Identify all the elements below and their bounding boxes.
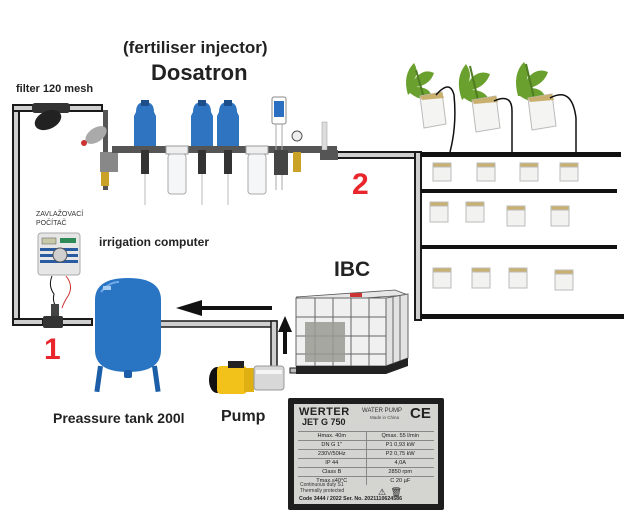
cube-row-3 — [432, 267, 574, 291]
irrigation-controller-icon — [37, 232, 81, 309]
warning-icon: ⚠ — [378, 487, 387, 497]
label-irrigation-computer: irrigation computer — [99, 235, 210, 249]
pipe-tank-to-pump — [159, 320, 278, 328]
pressure-gauge-icon — [291, 130, 303, 172]
spec-row: Hmax. 40m Qmax. 55 l/min — [298, 431, 434, 440]
spec-cell: DN G 1" — [298, 441, 367, 449]
plant-1 — [406, 63, 456, 153]
dosatron-unit-3 — [217, 100, 239, 205]
dosatron-unit-2 — [191, 100, 213, 205]
title-subtitle: (fertiliser injector) — [123, 38, 268, 57]
pipe-bottom-to-tank — [59, 318, 93, 326]
plant-2 — [458, 64, 513, 152]
label-pressure-tank: Preassure tank 200l — [53, 410, 185, 426]
pipe-top-left — [12, 104, 36, 112]
ibc-tote-icon — [295, 289, 409, 374]
nameplate-spec-table: Hmax. 40m Qmax. 55 l/min DN G 1" P1 0,93 k… — [298, 431, 434, 485]
spec-row: 230V/50Hz P2 0,75 kW — [298, 449, 434, 458]
nameplate-symbols: ⚠ 🗑 — [378, 482, 402, 500]
drip-line-2 — [421, 189, 617, 193]
pipe-bottom-left — [12, 318, 44, 326]
label-ibc: IBC — [334, 258, 371, 281]
label-controller-cz: ZAVLAŽOVACÍ POČÍTAČ — [36, 210, 83, 228]
spec-row: DN G 1" P1 0,93 kW — [298, 440, 434, 449]
dosatron-unit-1 — [134, 100, 156, 205]
spec-cell: 230V/50Hz — [298, 450, 367, 458]
label-pump: Pump — [221, 408, 266, 425]
drip-line-1 — [421, 152, 621, 157]
water-filter-housing-1 — [165, 145, 189, 195]
label-controller-cz-line1: ZAVLAŽOVACÍ — [36, 211, 84, 218]
drip-line-4 — [421, 314, 624, 319]
ec-ph-meter-icon — [271, 96, 288, 190]
pump-icon — [209, 361, 285, 394]
marker-2: 2 — [352, 168, 369, 201]
spec-cell: Hmax. 40m — [298, 432, 367, 440]
title-dosatron: Dosatron — [151, 60, 248, 85]
manifold-pipe — [112, 146, 337, 153]
label-controller-cz-line2: POČÍTAČ — [36, 220, 67, 227]
plant-3 — [516, 62, 577, 152]
pipe-to-beds — [336, 151, 418, 159]
spec-cell: P2 0,75 kW — [385, 451, 415, 457]
nameplate-duty-line1: Continuous duty S1 — [300, 482, 344, 488]
spec-row: IP 44 4,0A — [298, 458, 434, 467]
ce-mark-icon: CE — [410, 405, 431, 422]
pump-nameplate: WERTER JET G 750 WATER PUMP Made in Chin… — [288, 398, 444, 510]
arrow-up-icon — [278, 316, 292, 354]
nameplate-duty: Continuous duty S1 Thermally protected — [300, 482, 345, 494]
spec-cell: Qmax. 55 l/min — [381, 433, 420, 439]
pipe-right-vertical — [414, 151, 422, 321]
cube-row-2 — [429, 201, 570, 227]
spec-cell: P1 0,93 kW — [385, 442, 415, 448]
nameplate-model: JET G 750 — [302, 417, 346, 427]
spec-cell: C 20 µF — [390, 478, 411, 484]
water-filter-housing-2 — [245, 145, 269, 195]
pipe-left-vertical — [12, 105, 20, 325]
spec-cell: 2850 rpm — [388, 469, 413, 475]
spec-row: Tmax.≤40°C C 20 µF — [298, 476, 434, 485]
disc-filter-icon — [81, 110, 118, 190]
arrow-left-icon — [176, 300, 272, 316]
nameplate-type: WATER PUMP — [362, 408, 402, 414]
spec-row: Class B 2850 rpm — [298, 467, 434, 476]
spec-cell: 4,0A — [394, 460, 406, 466]
spec-cell: IP 44 — [298, 459, 367, 467]
cube-row-1 — [432, 162, 579, 182]
recycle-bin-icon: 🗑 — [390, 487, 402, 497]
marker-1: 1 — [44, 333, 61, 366]
pipe-pump-riser — [270, 320, 278, 368]
drip-line-3 — [421, 245, 617, 249]
label-filter: filter 120 mesh — [16, 83, 94, 95]
nameplate-duty-line2: Thermally protected — [300, 487, 345, 494]
filter-icon — [32, 103, 70, 131]
solenoid-valve-icon — [43, 304, 63, 328]
spec-cell: Class B — [298, 468, 367, 476]
spec-cell: Tmax.≤40°C — [298, 477, 367, 485]
nameplate-made-in: Made in China — [370, 415, 400, 420]
pipe-top-filter-out — [67, 104, 103, 112]
nameplate-code: Code 3444 / 2022 Ser. No. 2021110624586 — [299, 496, 403, 502]
nameplate-brand: WERTER — [299, 406, 350, 418]
air-vent-icon — [320, 121, 338, 160]
pressure-tank-icon — [94, 278, 161, 393]
